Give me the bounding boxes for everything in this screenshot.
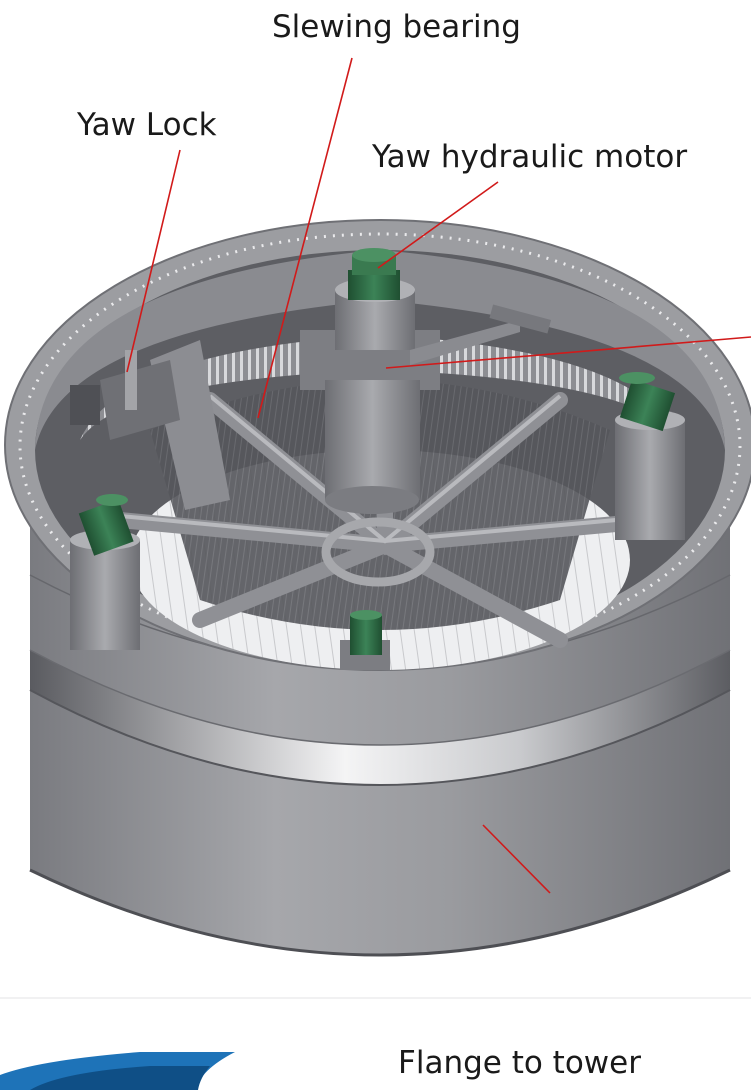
yaw-hydraulic-motor-label: Yaw hydraulic motor xyxy=(372,139,688,175)
slewing-bearing-label: Slewing bearing xyxy=(272,9,521,45)
logo-fragment xyxy=(0,1052,235,1090)
flange-to-tower-label: Flange to tower xyxy=(398,1045,641,1081)
yaw-lock-label: Yaw Lock xyxy=(77,107,217,143)
